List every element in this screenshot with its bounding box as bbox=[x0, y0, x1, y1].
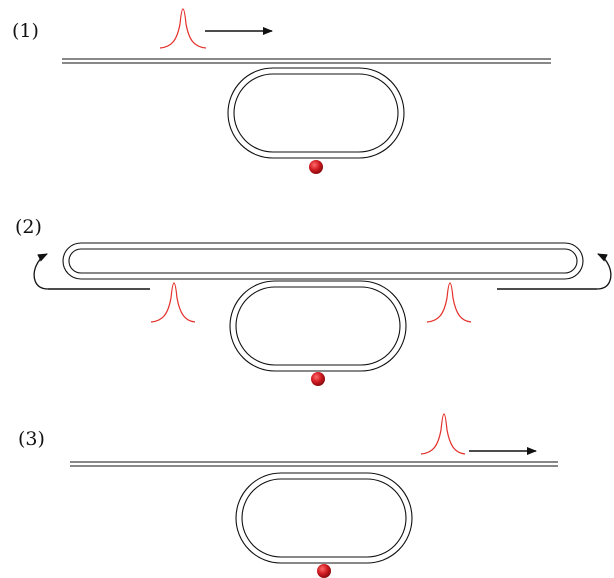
bus-waveguide bbox=[62, 58, 551, 64]
particle-icon bbox=[309, 160, 323, 174]
pulse-icon bbox=[159, 8, 207, 49]
panel-label-3: (3) bbox=[18, 428, 45, 450]
particle-icon bbox=[311, 372, 325, 386]
bus-waveguide bbox=[70, 461, 558, 467]
particle-icon bbox=[317, 564, 331, 578]
panel-label-1: (1) bbox=[12, 20, 39, 42]
loop-waveguide bbox=[62, 242, 584, 280]
pulse-icon bbox=[150, 282, 196, 323]
panel-3 bbox=[70, 413, 558, 578]
pulse-icon bbox=[420, 413, 466, 455]
panel-1 bbox=[62, 8, 551, 174]
curved-arrow-icon bbox=[33, 253, 49, 290]
ring-resonator bbox=[235, 472, 413, 564]
panel-2 bbox=[33, 242, 612, 386]
panel-label-2: (2) bbox=[15, 216, 42, 238]
ring-resonator bbox=[229, 280, 407, 372]
ring-resonator bbox=[227, 67, 405, 159]
curved-arrow-icon bbox=[596, 253, 612, 290]
pulse-icon bbox=[426, 282, 472, 323]
